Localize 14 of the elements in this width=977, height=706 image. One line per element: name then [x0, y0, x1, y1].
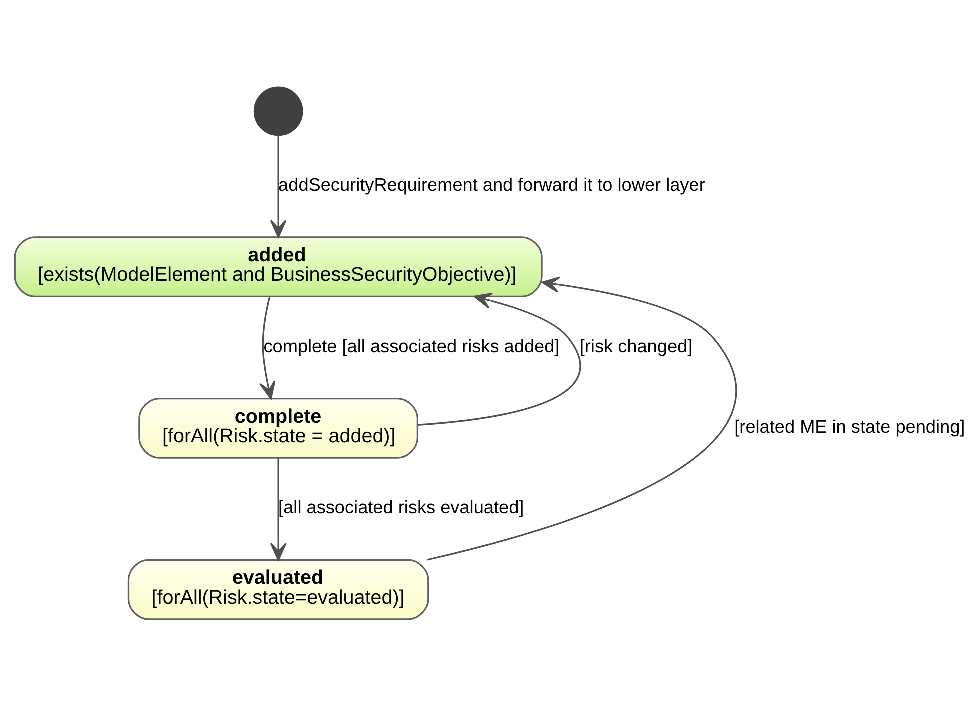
- arrow: [427, 276, 738, 560]
- edge-label: complete [all associated risks added]: [264, 336, 560, 356]
- edge-label: [all associated risks evaluated]: [278, 497, 524, 518]
- edge-label: [risk changed]: [580, 336, 693, 356]
- arrow: [418, 292, 582, 426]
- edge-label: addSecurityRequirement and forward it to lower layer: [278, 174, 706, 194]
- node-circle: [254, 86, 304, 136]
- arrow: [270, 135, 287, 238]
- node-box: evaluated [forAll(Risk.state=evaluated)]: [128, 558, 430, 620]
- arrow: [260, 296, 276, 400]
- node-box: added [exists(ModelElement and BusinessSecurityObjective)]: [14, 236, 543, 298]
- arrow: [270, 458, 287, 560]
- node-box: complete [forAll(Risk.state = added)]: [138, 397, 419, 458]
- edge-label: [related ME in state pending]: [734, 416, 966, 437]
